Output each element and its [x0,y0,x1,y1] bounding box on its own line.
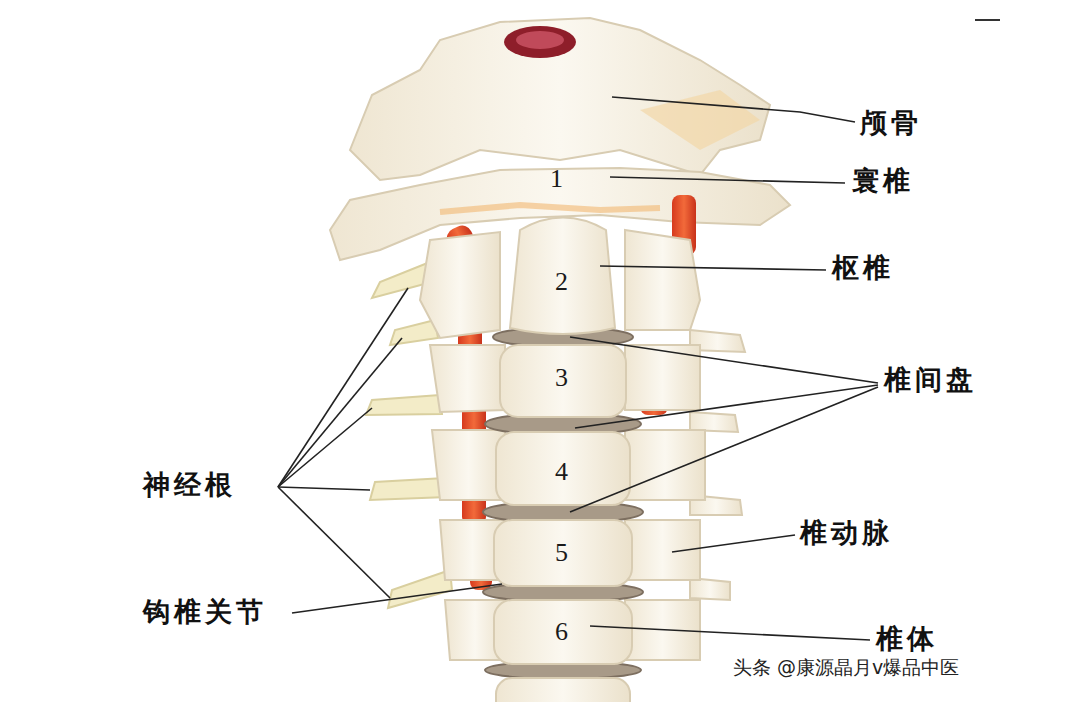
anatomy-label: 钩椎关节 [143,597,267,627]
callout-number: 5 [555,539,568,568]
callout-number: 2 [555,268,568,297]
callout-number: 6 [555,618,568,647]
anatomy-label: 椎动脉 [800,518,893,548]
anatomy-label: 枢椎 [832,253,894,283]
callout-number: 3 [555,364,568,393]
anatomy-label: 颅骨 [860,108,922,138]
anatomy-label: 寰椎 [852,166,914,196]
callout-number: 1 [550,165,563,194]
anatomy-label: 椎间盘 [884,365,977,395]
watermark: 头条 @康源晶月v爆品中医 [733,657,959,678]
anatomy-label: 椎体 [876,624,938,654]
anatomy-label: 神经根 [143,470,236,500]
callout-number: 4 [555,458,568,487]
